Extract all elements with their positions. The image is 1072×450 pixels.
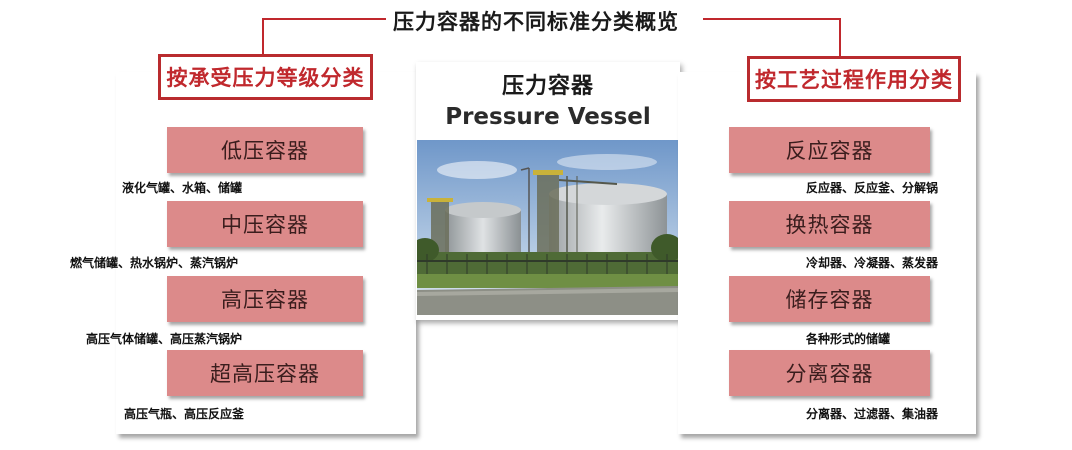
center-title-en: Pressure Vessel	[445, 104, 651, 130]
category-box-ultra-high-pressure: 超高压容器	[167, 350, 363, 396]
connector-line-left-v	[262, 18, 264, 54]
left-panel-heading: 按承受压力等级分类	[158, 54, 373, 100]
category-box-high-pressure: 高压容器	[167, 276, 363, 322]
lng-storage-tanks-photo	[417, 140, 679, 315]
category-box-heat-exchange: 换热容器	[729, 201, 930, 247]
category-box-medium-pressure: 中压容器	[167, 201, 363, 247]
category-desc-separation: 分离器、过滤器、集油器	[806, 407, 939, 421]
category-box-low-pressure: 低压容器	[167, 127, 363, 173]
category-desc-medium-pressure: 燃气储罐、热水锅炉、蒸汽锅炉	[70, 256, 239, 270]
category-desc-low-pressure: 液化气罐、水箱、储罐	[122, 181, 243, 195]
right-panel-heading: 按工艺过程作用分类	[747, 56, 961, 102]
connector-line-left-h	[262, 18, 386, 20]
category-desc-storage: 各种形式的储罐	[806, 332, 891, 346]
category-box-storage: 储存容器	[729, 276, 930, 322]
category-desc-reaction: 反应器、反应釜、分解锅	[806, 181, 939, 195]
category-box-separation: 分离容器	[729, 350, 930, 396]
category-desc-high-pressure: 高压气体储罐、高压蒸汽锅炉	[86, 332, 243, 346]
connector-line-right-h	[703, 18, 841, 20]
category-box-reaction: 反应容器	[729, 127, 930, 173]
category-desc-ultra-high-pressure: 高压气瓶、高压反应釜	[124, 407, 245, 421]
connector-line-right-v	[839, 18, 841, 56]
page-title: 压力容器的不同标准分类概览	[393, 9, 679, 34]
center-title-zh: 压力容器	[501, 73, 594, 99]
category-desc-heat-exchange: 冷却器、冷凝器、蒸发器	[806, 256, 939, 270]
